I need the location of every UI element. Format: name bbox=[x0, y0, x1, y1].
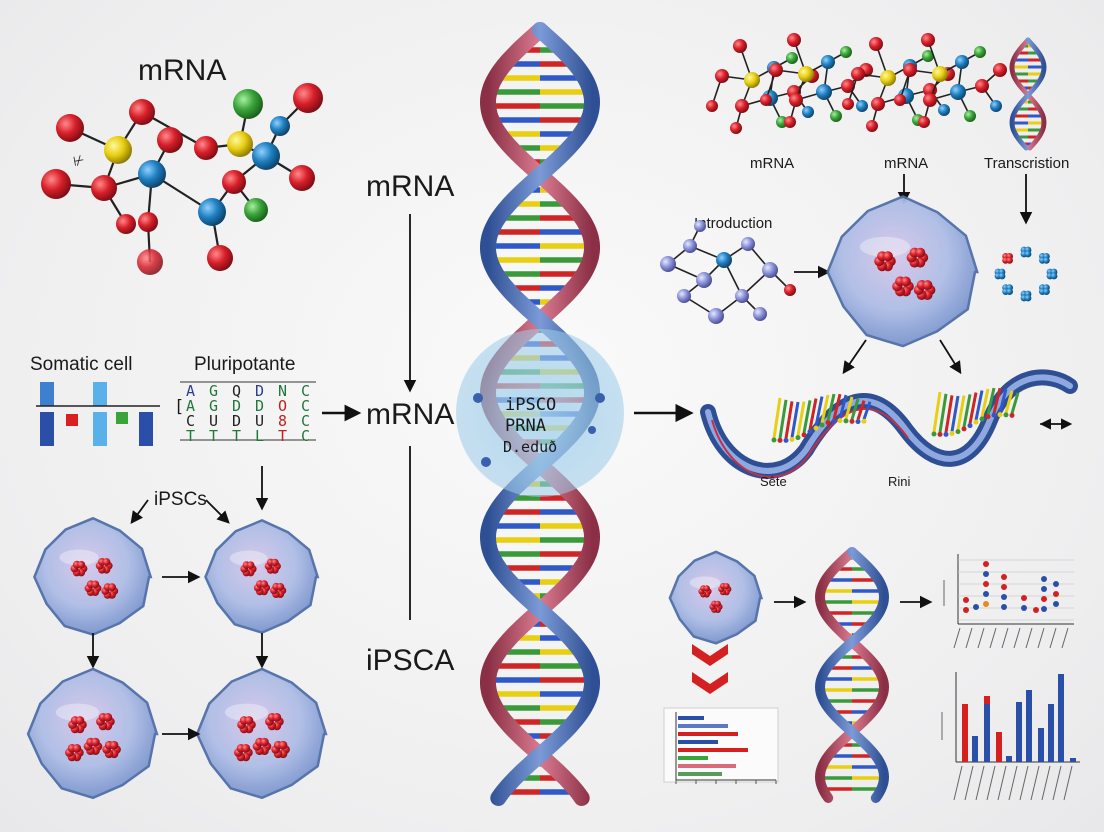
sequence-cell: C bbox=[186, 412, 195, 430]
sequence-cell: O bbox=[278, 397, 287, 415]
molecule-mrna-2 bbox=[842, 33, 1007, 132]
somatic-cell-bars bbox=[36, 382, 160, 446]
svg-text:[: [ bbox=[174, 397, 184, 417]
chevron-down-icons bbox=[692, 644, 728, 694]
sequence-cell: D bbox=[255, 397, 264, 415]
sequence-cell: G bbox=[209, 397, 218, 415]
sequence-cell: C bbox=[301, 427, 310, 445]
stem-cell bbox=[204, 519, 320, 634]
arrow-ipscs-left bbox=[130, 499, 149, 525]
svg-text:D.eduð: D.eduð bbox=[503, 438, 557, 456]
sequence-cell: G bbox=[209, 382, 218, 400]
svg-text:⊬: ⊬ bbox=[72, 152, 86, 169]
cell-group-left bbox=[26, 516, 328, 800]
site-label: Sête bbox=[760, 474, 787, 489]
sequence-cell: A bbox=[186, 397, 195, 415]
bar-chart-thumbnail bbox=[941, 672, 1080, 801]
sequence-cell: T bbox=[232, 427, 241, 445]
sequence-cell: 8 bbox=[278, 412, 287, 430]
protein-ring bbox=[994, 246, 1058, 302]
ipscs-label: iPSCs bbox=[154, 489, 207, 510]
stem-cell bbox=[668, 550, 764, 645]
right-mrna-label-1: mRNA bbox=[750, 155, 794, 172]
sequence-cell: D bbox=[232, 412, 241, 430]
cell-small bbox=[668, 550, 764, 645]
stem-cell bbox=[26, 667, 159, 800]
mrna-wave-strand bbox=[700, 369, 1078, 479]
sequence-cell: Q bbox=[232, 382, 241, 400]
mini-dna-helix bbox=[1009, 37, 1047, 151]
somatic-cell-label: Somatic cell bbox=[30, 354, 132, 375]
sequence-cell: T bbox=[278, 427, 287, 445]
transcription-label: Transcristion bbox=[984, 155, 1069, 172]
introduction-label: Introduction bbox=[694, 215, 772, 232]
dna-helix-small bbox=[814, 547, 890, 803]
right-mrna-label-2: mRNA bbox=[884, 155, 928, 172]
pluripotent-label: Pluripotante bbox=[194, 354, 295, 375]
arrow-cell-down-left-2 bbox=[842, 339, 867, 375]
sequence-cell: U bbox=[255, 412, 264, 430]
top-left-title: mRNA bbox=[138, 54, 226, 87]
molecule-mrna-1 bbox=[706, 33, 873, 134]
stem-cell bbox=[826, 195, 979, 348]
sequence-cell: A bbox=[186, 382, 195, 400]
sequence-cell: C bbox=[301, 397, 310, 415]
sequence-cell: D bbox=[232, 397, 241, 415]
stem-cell bbox=[195, 667, 328, 800]
svg-text:PRNA: PRNA bbox=[505, 416, 546, 436]
sequence-cell: T bbox=[209, 427, 218, 445]
center-mrna-mid: mRNA bbox=[366, 398, 454, 431]
arrow-ipscs-right bbox=[205, 499, 230, 524]
horizontal-bar-chart-thumbnail bbox=[663, 707, 779, 784]
cell-nucleus-large bbox=[826, 195, 979, 348]
rini-label: Rini bbox=[888, 474, 911, 489]
sequence-cell: C bbox=[301, 412, 310, 430]
stem-cell bbox=[33, 516, 153, 636]
introduction-molecule bbox=[660, 220, 796, 324]
arrow-cell-down-right-2 bbox=[939, 339, 962, 375]
sequence-cell: C bbox=[301, 382, 310, 400]
sequence-cell: T bbox=[186, 427, 195, 445]
sequence-cell: U bbox=[209, 412, 218, 430]
center-mrna-upper: mRNA bbox=[366, 170, 454, 203]
sequence-cell: D bbox=[255, 382, 264, 400]
top-left-molecule: ⊬ bbox=[41, 83, 323, 275]
center-ipsca: iPSCA bbox=[366, 644, 454, 677]
yellow-atom bbox=[104, 136, 132, 164]
svg-text:iPSCO: iPSCO bbox=[505, 395, 556, 415]
highlight-overlay-text: iPSCO PRNA D.eduð bbox=[473, 393, 605, 467]
sequence-cell: L bbox=[255, 427, 264, 445]
sequence-cell: N bbox=[278, 382, 287, 400]
helix-highlight-circle bbox=[456, 329, 624, 497]
dot-plot-thumbnail bbox=[943, 554, 1074, 649]
